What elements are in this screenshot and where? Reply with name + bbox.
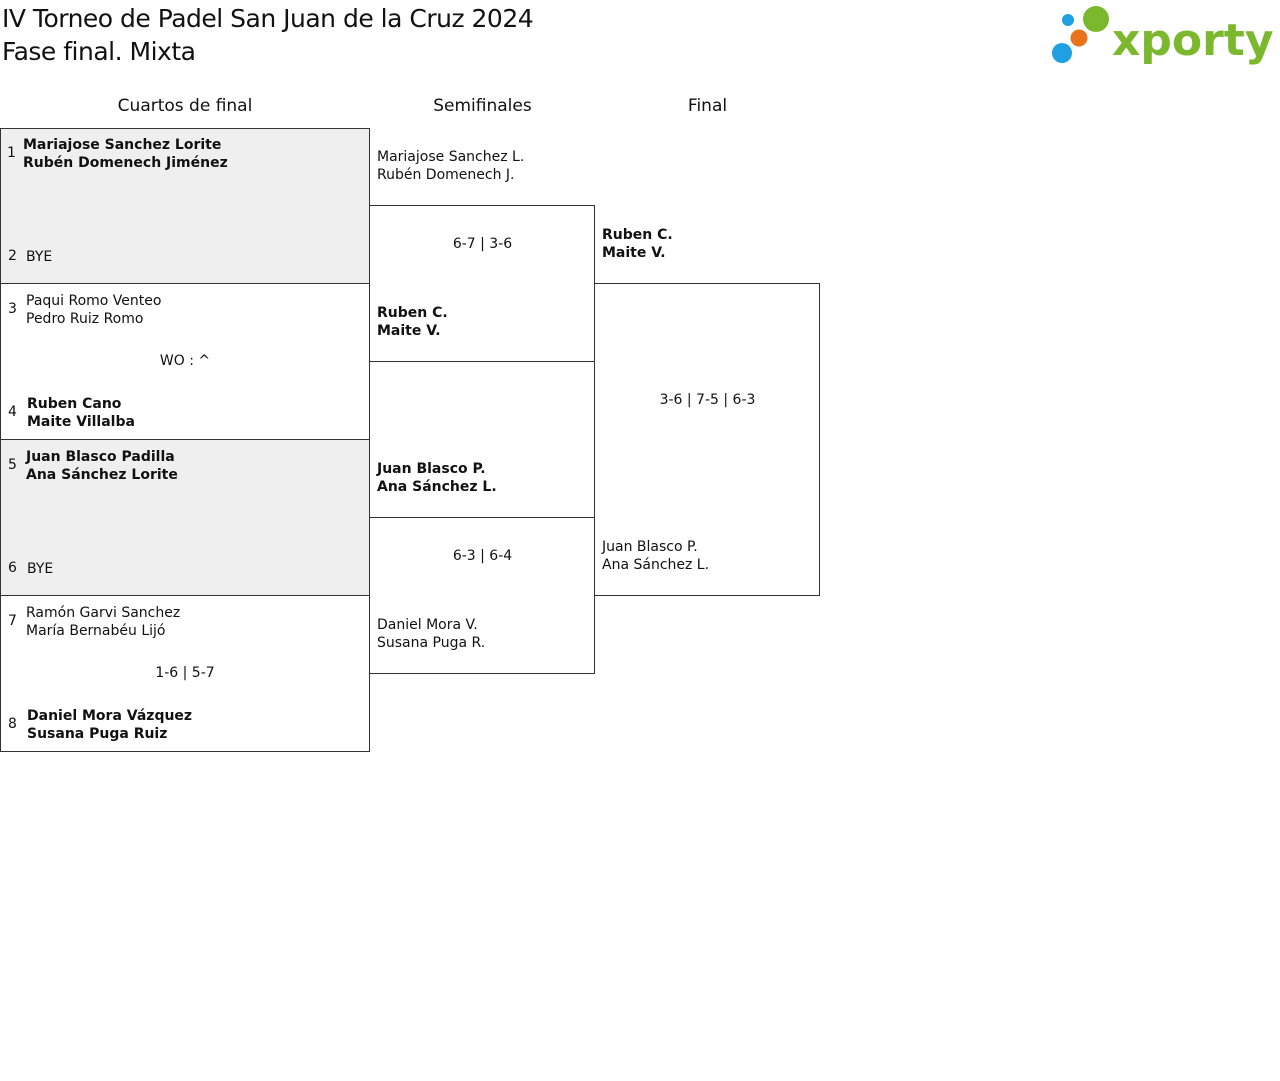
player-name: Rubén Domenech J.: [377, 167, 515, 183]
tournament-title: IV Torneo de Padel San Juan de la Cruz 2…: [2, 4, 534, 33]
bye-label: BYE: [27, 561, 54, 577]
logo-wordmark: xporty: [1112, 15, 1274, 66]
player-name: Maite V.: [377, 323, 441, 339]
column-heading-final: Final: [687, 96, 728, 116]
quarterfinal-match-3: [0, 439, 370, 596]
player-name: Ruben Cano: [27, 396, 122, 412]
team-entry: Daniel Mora V. Susana Puga R.: [377, 616, 485, 652]
player-name: Daniel Mora V.: [377, 617, 478, 633]
match-score: 3-6 | 7-5 | 6-3: [659, 392, 756, 408]
player-name: Ana Sánchez L.: [602, 557, 710, 573]
team-entry: Paqui Romo Venteo Pedro Ruiz Romo: [26, 292, 161, 328]
team-entry: Mariajose Sanchez Lorite Rubén Domenech …: [23, 136, 228, 172]
player-name: Juan Blasco Padilla: [26, 449, 175, 465]
team-entry: Daniel Mora Vázquez Susana Puga Ruiz: [27, 707, 192, 743]
team-entry: BYE: [27, 560, 53, 578]
seed-number: 7: [8, 613, 17, 629]
logo-dot-orange: [1070, 29, 1088, 47]
player-name: Mariajose Sanchez L.: [377, 149, 525, 165]
player-name: Paqui Romo Venteo: [26, 293, 162, 309]
seed-number: 2: [8, 248, 17, 264]
seed-number: 3: [8, 301, 17, 317]
match-score: WO : ^: [159, 353, 211, 369]
logo-dot-blue-top: [1062, 14, 1074, 26]
match-score: 1-6 | 5-7: [155, 665, 215, 681]
seed-number: 8: [8, 716, 17, 732]
seed-number: 4: [8, 404, 17, 420]
match-score: 6-7 | 3-6: [452, 236, 513, 252]
player-name: Pedro Ruiz Romo: [26, 311, 144, 327]
team-entry: Ruben C. Maite V.: [602, 226, 673, 262]
phase-subtitle: Fase final. Mixta: [2, 37, 196, 66]
team-entry: Juan Blasco Padilla Ana Sánchez Lorite: [26, 448, 178, 484]
team-entry: Mariajose Sanchez L. Rubén Domenech J.: [377, 148, 524, 184]
team-entry: Ruben Cano Maite Villalba: [27, 395, 135, 431]
player-name: Susana Puga Ruiz: [27, 726, 168, 742]
player-name: Susana Puga R.: [377, 635, 486, 651]
player-name: Ana Sánchez Lorite: [26, 467, 178, 483]
player-name: Rubén Domenech Jiménez: [23, 155, 228, 171]
team-entry: Ruben C. Maite V.: [377, 304, 448, 340]
seed-number: 6: [8, 560, 17, 576]
team-entry: BYE: [26, 248, 52, 266]
player-name: Ramón Garvi Sanchez: [26, 605, 181, 621]
column-heading-quarterfinals: Cuartos de final: [117, 96, 253, 116]
player-name: Juan Blasco P.: [377, 461, 486, 477]
player-name: Mariajose Sanchez Lorite: [23, 137, 222, 153]
column-heading-semifinals: Semifinales: [433, 96, 532, 116]
player-name: Ana Sánchez L.: [377, 479, 497, 495]
player-name: Ruben C.: [602, 227, 673, 243]
xporty-logo: xporty: [1052, 6, 1274, 66]
match-score: 6-3 | 6-4: [452, 548, 513, 564]
player-name: Maite Villalba: [27, 414, 135, 430]
player-name: Ruben C.: [377, 305, 448, 321]
team-entry: Juan Blasco P. Ana Sánchez L.: [377, 460, 497, 496]
logo-dot-green: [1083, 6, 1109, 32]
bye-label: BYE: [26, 249, 53, 265]
player-name: Daniel Mora Vázquez: [27, 708, 193, 724]
logo-dot-blue-bottom: [1052, 43, 1072, 63]
quarterfinal-match-1: [0, 128, 370, 284]
page-title: IV Torneo de Padel San Juan de la Cruz 2…: [2, 2, 534, 68]
seed-number: 1: [7, 145, 16, 161]
team-entry: Juan Blasco P. Ana Sánchez L.: [602, 538, 709, 574]
player-name: María Bernabéu Lijó: [26, 623, 166, 639]
seed-number: 5: [8, 457, 17, 473]
player-name: Juan Blasco P.: [602, 539, 698, 555]
team-entry: Ramón Garvi Sanchez María Bernabéu Lijó: [26, 604, 180, 640]
player-name: Maite V.: [602, 245, 666, 261]
final-match: [594, 283, 820, 596]
